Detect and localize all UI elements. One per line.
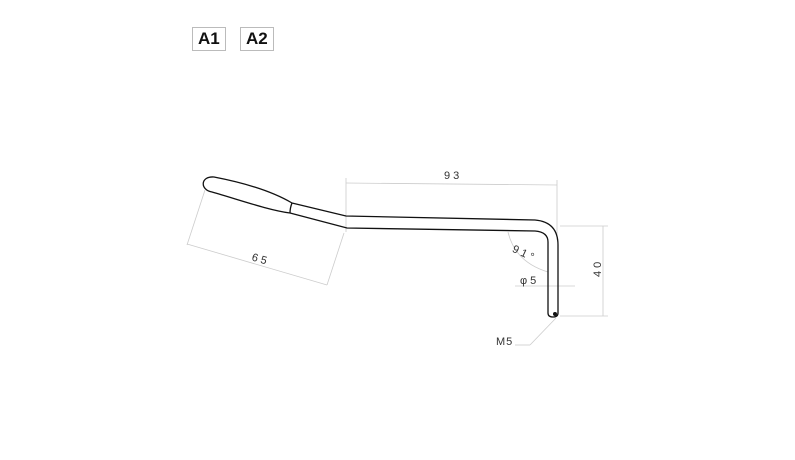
dim-65: 65: [250, 252, 271, 269]
dim-91-angle: 91°: [510, 243, 538, 265]
dimension-lines: [186, 178, 608, 346]
dim-phi5: φ5: [520, 275, 539, 287]
variant-label-a1: A1: [192, 27, 226, 51]
dim-93: 93: [444, 170, 462, 182]
thread-hole-mark: [553, 312, 557, 316]
dim-40: 40: [592, 259, 604, 277]
dim-m5: M5: [496, 336, 513, 348]
variant-label-a2: A2: [240, 27, 274, 51]
arm-outline: [202, 176, 559, 318]
